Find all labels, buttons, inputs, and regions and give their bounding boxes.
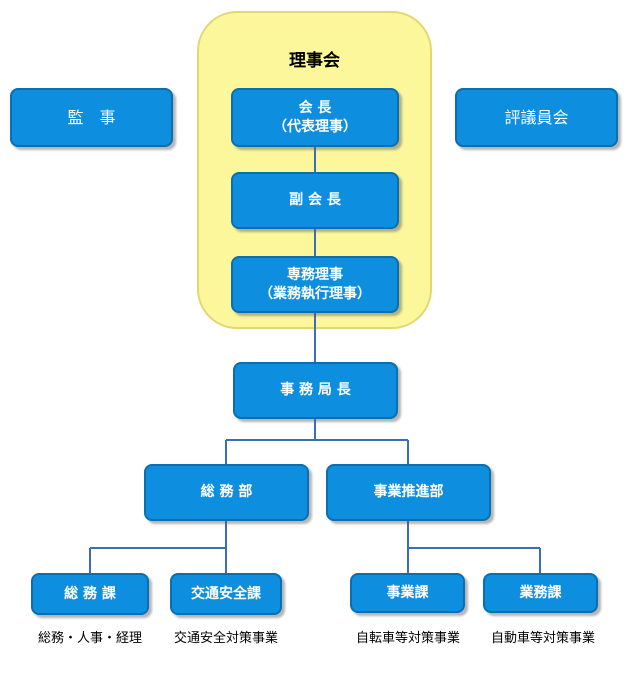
node-somubu-label: 総 務 部 bbox=[200, 484, 253, 501]
node-kaicho-line1: 会 長 bbox=[298, 99, 332, 116]
node-kanji-label: 監 事 bbox=[67, 107, 116, 127]
node-kaicho: 会 長 （代表理事） bbox=[231, 88, 399, 147]
node-jigyoka: 事業課 bbox=[350, 573, 465, 613]
node-senmu: 専務理事 （業務執行理事） bbox=[231, 256, 399, 313]
caption-somuka: 総務・人事・経理 bbox=[37, 631, 142, 646]
caption-kotsuanzenka: 交通安全対策事業 bbox=[173, 631, 278, 646]
node-somuka-label: 総 務 課 bbox=[64, 585, 116, 602]
node-kaicho-line2: （代表理事） bbox=[273, 118, 357, 135]
board-title: 理事会 bbox=[289, 51, 340, 71]
node-somubu: 総 務 部 bbox=[144, 464, 309, 521]
node-jimukyokucho: 事 務 局 長 bbox=[233, 362, 398, 419]
caption-jigyoka: 自転車等対策事業 bbox=[355, 631, 460, 646]
node-jigyosuishinbu: 事業推進部 bbox=[326, 464, 491, 521]
node-hyogiinkai: 評議員会 bbox=[455, 88, 618, 147]
node-senmu-line1: 専務理事 bbox=[287, 266, 343, 283]
node-fukukaicho-label: 副 会 長 bbox=[289, 192, 341, 209]
node-somuka: 総 務 課 bbox=[31, 573, 149, 615]
caption-gyomuka: 自動車等対策事業 bbox=[490, 631, 595, 646]
node-hyogiinkai-label: 評議員会 bbox=[504, 107, 569, 127]
node-gyomuka: 業務課 bbox=[483, 573, 598, 613]
node-kotsuanzenka: 交通安全課 bbox=[170, 573, 282, 615]
node-kanji: 監 事 bbox=[10, 88, 173, 147]
node-kotsuanzenka-label: 交通安全課 bbox=[191, 585, 261, 602]
node-jigyoka-label: 事業課 bbox=[386, 584, 429, 601]
node-jimukyokucho-label: 事 務 局 長 bbox=[280, 382, 351, 399]
node-fukukaicho: 副 会 長 bbox=[231, 172, 399, 229]
node-gyomuka-label: 業務課 bbox=[519, 584, 562, 601]
node-jigyosuishinbu-label: 事業推進部 bbox=[373, 484, 444, 501]
node-senmu-line2: （業務執行理事） bbox=[259, 285, 371, 302]
